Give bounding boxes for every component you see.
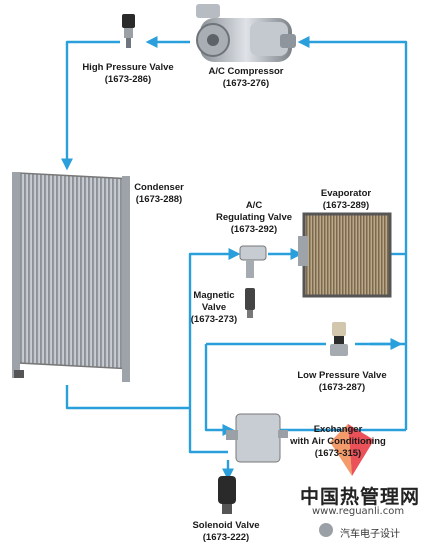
compressor-image [196, 4, 296, 62]
watermark-account: 汽车电子设计 [340, 529, 400, 540]
regulating-valve-part: (1673-292) [230, 224, 278, 235]
condenser-part: (1673-288) [135, 194, 183, 205]
evaporator-name: Evaporator [320, 188, 372, 199]
evaporator-part: (1673-289) [322, 200, 370, 211]
exchanger-name: Exchanger [313, 424, 363, 435]
line-to-solenoid [188, 408, 228, 454]
exchanger-image [226, 413, 288, 463]
condenser-name: Condenser [134, 182, 184, 193]
line-condenser-out [65, 385, 190, 410]
high-pressure-valve-name: High Pressure Valve [82, 62, 174, 73]
low-pressure-valve-name: Low Pressure Valve [297, 370, 387, 381]
low-pressure-valve-image [330, 322, 348, 356]
condenser-label: Condenser (1673-288) [124, 182, 194, 206]
evaporator-label: Evaporator (1673-289) [306, 188, 386, 212]
regulating-valve-name2: Regulating Valve [215, 212, 293, 223]
exchanger-part: (1673-315) [314, 448, 362, 459]
magnetic-valve-name: Magnetic [193, 290, 235, 301]
exchanger-label: Exchanger with Air Conditioning (1673-31… [278, 424, 398, 460]
solenoid-valve-name: Solenoid Valve [192, 520, 260, 531]
compressor-part: (1673-276) [222, 78, 270, 89]
regulating-valve-image [239, 245, 267, 278]
solenoid-valve-part: (1673-222) [202, 532, 250, 543]
compressor-label: A/C Compressor (1673-276) [196, 66, 296, 90]
solenoid-valve-label: Solenoid Valve (1673-222) [180, 520, 272, 544]
line-exchanger-branch [204, 344, 235, 436]
watermark-url: www.reguanli.com [312, 506, 405, 517]
solenoid-valve-image [218, 476, 236, 514]
magnetic-valve-image [245, 288, 255, 318]
regulating-valve-label: A/C Regulating Valve (1673-292) [206, 200, 302, 236]
low-pressure-valve-part: (1673-287) [318, 382, 366, 393]
magnetic-valve-part: (1673-273) [190, 314, 238, 325]
condenser-image [12, 171, 130, 382]
watermark-logo [319, 424, 374, 537]
magnetic-valve-name2: Valve [201, 302, 227, 313]
regulating-valve-name: A/C [245, 200, 263, 211]
magnetic-valve-label: Magnetic Valve (1673-273) [184, 290, 244, 326]
refrigerant-lines [61, 36, 408, 481]
line-return-riser [297, 36, 408, 430]
exchanger-name2: with Air Conditioning [290, 436, 386, 447]
compressor-name: A/C Compressor [208, 66, 284, 77]
high-pressure-valve-image [122, 14, 135, 48]
low-pressure-valve-label: Low Pressure Valve (1673-287) [292, 370, 392, 394]
high-pressure-valve-label: High Pressure Valve (1673-286) [78, 62, 178, 86]
evaporator-image [298, 212, 392, 298]
line-to-regulating-valve [188, 248, 241, 408]
line-hpvalve-to-condenser [61, 40, 120, 171]
high-pressure-valve-part: (1673-286) [104, 74, 152, 85]
watermark-site-name: 中国热管理网 [300, 486, 421, 508]
